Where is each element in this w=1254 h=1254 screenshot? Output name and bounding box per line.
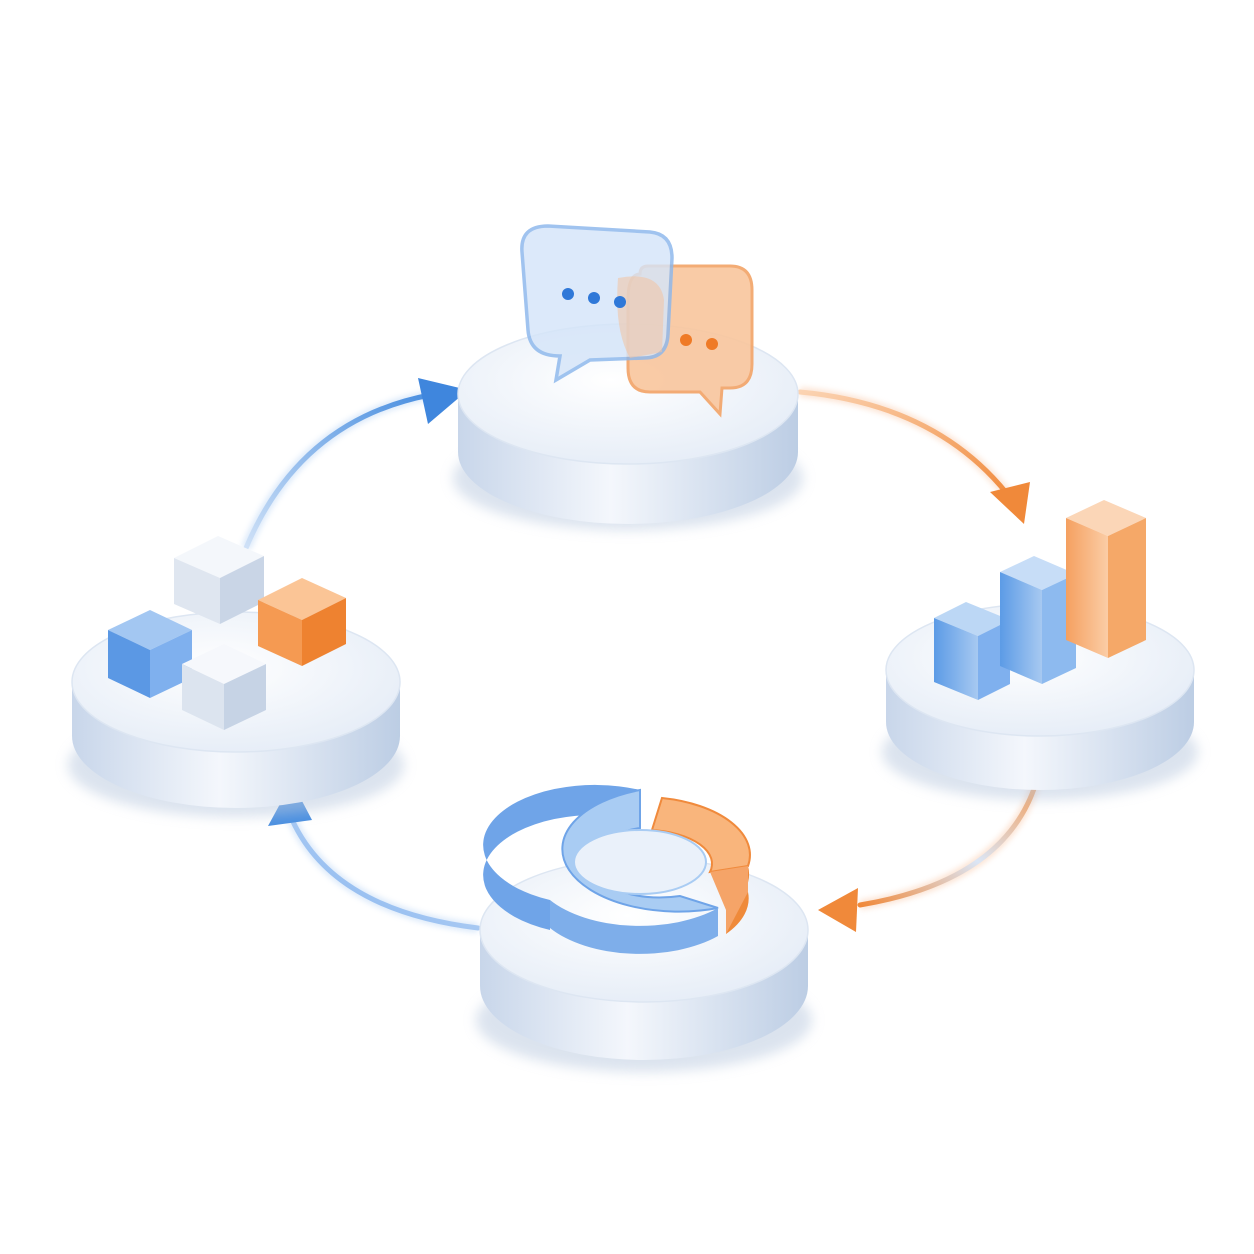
- flow-arrow-modules-to-communication: [241, 378, 468, 551]
- arrowhead-icon: [418, 378, 468, 424]
- bar-medium: [1000, 556, 1076, 684]
- arrowhead-icon: [818, 888, 858, 932]
- cube-blue: [108, 610, 192, 698]
- arrowhead-icon: [990, 482, 1030, 524]
- ring-segment-orange: [650, 796, 751, 934]
- flow-arrow-analytics-to-distribution: [818, 770, 1044, 932]
- bar-tall: [1066, 500, 1146, 658]
- ring-hole: [573, 829, 707, 895]
- blue-chat-bubble: [520, 224, 674, 384]
- ring-chart-icon: [483, 784, 751, 954]
- cube-gray-front: [182, 644, 266, 730]
- cubes-icon: [108, 536, 346, 730]
- flow-arrow-communication-to-analytics: [797, 387, 1030, 524]
- cube-orange: [258, 578, 346, 666]
- bar-small: [934, 602, 1010, 700]
- cube-gray-back: [174, 536, 264, 624]
- bar-chart-icon: [934, 500, 1146, 700]
- platform-communication: [453, 323, 803, 530]
- chat-bubbles-icon: [520, 224, 754, 418]
